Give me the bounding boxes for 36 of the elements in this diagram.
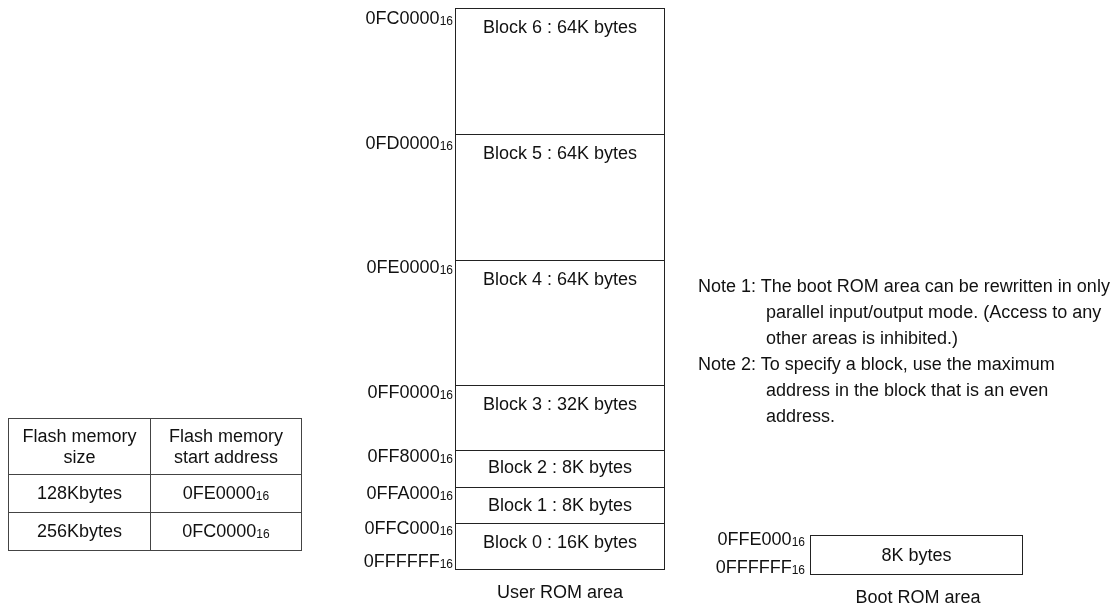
table-cell: 128Kbytes (8, 474, 151, 513)
address-label: 0FF0000$_{16}$ (367, 382, 453, 402)
note-text: Note 2: To specify a block, use the maximum address in the block that is an even address. (698, 353, 1056, 428)
area-caption: User ROM area (497, 582, 623, 602)
address-label: 0FFA000$_{16}$ (366, 483, 453, 503)
address-label: 0FFFFFF$_{16}$ (363, 551, 453, 571)
memory-block (455, 487, 665, 524)
memory-block (455, 523, 665, 570)
address-label: 0FFE000$_{16}$ (717, 529, 805, 549)
memory-block (455, 134, 665, 261)
block-label: Block 2 : 8K bytes (486, 457, 634, 477)
address-label: 0FFC000$_{16}$ (364, 518, 453, 538)
address-label: 0FE0000$_{16}$ (366, 257, 453, 277)
column-header: Flash memory size (8, 418, 151, 475)
table-cell: 0FC0000$_{16}$ (150, 512, 302, 551)
block-label: Block 3 : 32K bytes (481, 394, 639, 414)
block-label: Block 1 : 8K bytes (486, 495, 634, 515)
block-label: Block 4 : 64K bytes (481, 269, 639, 289)
block-label: 8K bytes (880, 545, 953, 565)
memory-block (455, 450, 665, 488)
address-label: 0FF8000$_{16}$ (367, 446, 453, 466)
address-label: 0FFFFFF$_{16}$ (715, 557, 805, 577)
address-label: 0FD0000$_{16}$ (365, 133, 453, 153)
area-caption: Boot ROM area (855, 587, 981, 607)
memory-block (810, 535, 1023, 575)
note-text: Note 1: The boot ROM area can be rewritten in only parallel input/output mode. (Access to any other areas is inhibited.) (698, 275, 1111, 350)
table-cell: 256Kbytes (8, 512, 151, 551)
memory-block (455, 385, 665, 451)
table-cell: 0FE0000$_{16}$ (150, 474, 302, 513)
memory-block (455, 260, 665, 386)
memory-block (455, 8, 665, 135)
block-label: Block 6 : 64K bytes (481, 17, 639, 37)
address-label: 0FC0000$_{16}$ (365, 8, 453, 28)
column-header: Flash memory start address (150, 418, 302, 475)
block-label: Block 0 : 16K bytes (481, 532, 639, 552)
block-label: Block 5 : 64K bytes (481, 143, 639, 163)
